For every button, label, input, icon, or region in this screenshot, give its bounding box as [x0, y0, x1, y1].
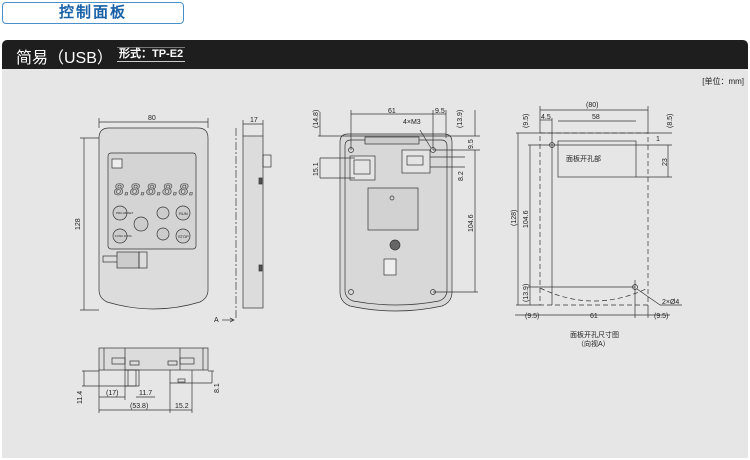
section-header: 简易（USB） 形式：TP-E2 — [2, 40, 748, 69]
key-stop[interactable]: STOP — [178, 234, 189, 239]
dim-front-height: 128 — [75, 218, 82, 230]
dim-front-width: 80 — [148, 115, 156, 122]
dim-back-61: 61 — [388, 108, 396, 115]
side-view — [222, 120, 272, 323]
hole-label: 2×Ø4 — [662, 299, 679, 306]
bottom-view — [82, 347, 214, 413]
dim-back-8-2: 8.2 — [458, 171, 465, 181]
dim-bottom-17: (17) — [106, 390, 118, 397]
screw-label: 4×M3 — [403, 119, 421, 126]
cutout-caption: 面板开孔尺寸图 — [570, 330, 619, 339]
dim-back-15-1: 15.1 — [313, 162, 320, 176]
cutout-area-label: 面板开孔部 — [566, 154, 601, 163]
dim-cut-8-5: (8.5) — [667, 114, 674, 128]
dim-cut-104-6: 104.6 — [523, 210, 530, 228]
cutout-view — [515, 106, 682, 318]
dim-side-depth: 17 — [250, 117, 258, 124]
view-a-label: A — [214, 317, 219, 324]
header-title: 简易（USB） — [16, 50, 113, 67]
dim-back-14-8: (14.8) — [313, 110, 320, 128]
key-prg[interactable]: PRG RESET — [116, 211, 134, 215]
dim-back-13-9: (13.9) — [457, 110, 464, 128]
dim-cut-13-9: (13.9) — [523, 284, 530, 302]
model-label: 形式：TP-E2 — [117, 47, 186, 62]
led-display: 8.8.8.8.8. — [114, 180, 195, 199]
section-tab-control-panel[interactable]: 控制面板 — [2, 2, 184, 24]
cutout-caption-sub: （向视A） — [577, 339, 610, 348]
dim-bottom-15-2: 15.2 — [175, 403, 189, 410]
dim-cut-4-5: 4.5 — [541, 114, 551, 121]
dim-cut-9-5-left: (9.5) — [525, 313, 539, 320]
dim-cut-1: 1 — [656, 136, 660, 143]
dim-bottom-53-8: (53.8) — [130, 403, 148, 410]
dim-bottom-8-1: 8.1 — [214, 383, 221, 393]
dim-cut-9-5-top: (9.5) — [523, 114, 530, 128]
dim-back-104-6: 104.6 — [468, 214, 475, 232]
dim-bottom-11-4: 11.4 — [77, 391, 84, 404]
unit-label: [单位：mm] — [702, 77, 744, 86]
dim-cut-58: 58 — [592, 114, 600, 121]
key-func[interactable]: FUNC DATA — [115, 234, 132, 238]
back-view — [318, 110, 480, 312]
dim-cut-128: (128) — [511, 210, 518, 226]
front-view — [80, 118, 209, 311]
dim-bottom-11-7: 11.7 — [139, 390, 152, 397]
dim-back-9-5v: 9.5 — [468, 139, 475, 149]
dim-back-9-5: 9.5 — [435, 108, 445, 115]
dim-cut-23: 23 — [662, 158, 669, 166]
dim-cut-9-5-right: (9.5) — [654, 313, 668, 320]
dim-cut-61: 61 — [590, 313, 598, 320]
dim-cut-80: (80) — [586, 102, 598, 109]
key-run[interactable]: RUN — [179, 211, 188, 216]
